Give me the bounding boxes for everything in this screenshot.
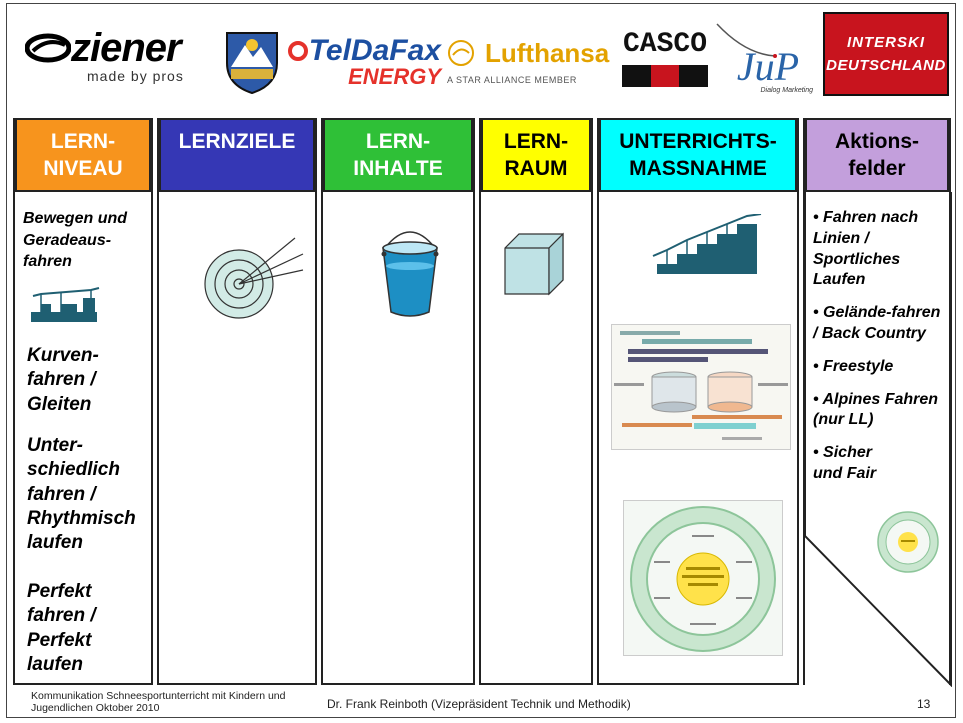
column-unterrichtsmassnahme: UNTERRICHTS- MASSNAHME	[597, 118, 799, 685]
jup-curve-icon	[716, 23, 777, 58]
column-lernniveau: LERN- NIVEAU Bewegen und Geradeaus-fahre…	[13, 118, 153, 685]
bucket-icon	[381, 231, 439, 317]
stairs-icon	[652, 214, 762, 274]
thumbnail-illustration	[614, 331, 788, 440]
column-lerninhalte: LERN- INHALTE	[321, 118, 475, 685]
column-aktionsfelder: Aktions- felder • Fahren nach Linien / S…	[803, 118, 952, 687]
niveau-item-2: Kurven- fahren / Gleiten	[27, 345, 99, 415]
shield-crest-icon	[226, 32, 278, 95]
casco-wordmark: CASCO	[622, 29, 707, 60]
teldafax-star-icon	[287, 41, 308, 61]
crane-icon	[448, 40, 474, 66]
footer: Kommunikation Schneesportunterricht mit …	[7, 690, 957, 718]
jup-logo: JuP Dialog Marketing	[715, 20, 813, 96]
teldafax-energy: ENERGY	[348, 64, 441, 89]
stairs-small-icon	[31, 287, 100, 322]
target-icon	[204, 237, 304, 319]
casco-logo: CASCO	[619, 26, 711, 92]
slide-thumbnail-warmup	[611, 324, 791, 450]
lufthansa-wordmark: Lufthansa	[485, 38, 610, 68]
concentric-diagram-icon	[630, 506, 776, 652]
interski-line1: INTERSKI	[846, 34, 925, 51]
lufthansa-logo: Lufthansa A STAR ALLIANCE MEMBER	[447, 30, 610, 94]
niveau-item-4: Perfekt fahren / Perfekt laufen	[27, 581, 96, 675]
crest-logo	[219, 26, 285, 96]
jup-subtitle: Dialog Marketing	[760, 86, 813, 94]
aktionsfelder-diagonal-border	[804, 192, 952, 687]
teldafax-wordmark: TelDaFax	[308, 34, 441, 67]
casco-stripe	[622, 65, 709, 87]
header-lernraum: LERN- RAUM	[481, 118, 591, 192]
ziener-wordmark: ziener	[71, 26, 182, 70]
ziener-swoosh-icon	[25, 33, 71, 63]
niveau-item-1: Bewegen und Geradeaus-fahren	[23, 210, 128, 271]
header-unterrichtsmassnahme: UNTERRICHTS- MASSNAHME	[599, 118, 797, 192]
aktion-item-5: • Sicher und Fair	[813, 444, 877, 482]
sponsor-logo-bar: ziener made by pros TelDaFax ENERGY	[7, 4, 957, 116]
column-lernraum: LERN- RAUM	[479, 118, 593, 685]
jup-wordmark: JuP	[736, 43, 799, 89]
niveau-item-3: Unter- schiedlich fahren / Rhythmisch la…	[27, 435, 136, 554]
interski-line2: DEUTSCHLAND	[826, 57, 946, 74]
header-aktionsfelder: Aktions- felder	[805, 118, 949, 192]
aktionsfelder-list: • Fahren nach Linien / Sportliches Laufe…	[813, 208, 943, 497]
star-alliance-text: A STAR ALLIANCE MEMBER	[447, 75, 577, 85]
aktion-item-2: • Gelände-fahren / Back Country	[813, 304, 941, 342]
footer-presenter: Dr. Frank Reinboth (Vizepräsident Techni…	[327, 697, 631, 711]
cube-icon	[504, 232, 564, 296]
column-lernziele: LERNZIELE	[157, 118, 317, 685]
header-lernniveau: LERN- NIVEAU	[15, 118, 151, 192]
footer-event-title: Kommunikation Schneesportunterricht mit …	[31, 690, 286, 715]
ziener-logo: ziener made by pros	[25, 22, 215, 90]
small-concentric-diagram-icon	[877, 511, 939, 573]
page-number: 13	[917, 697, 931, 711]
slide: ziener made by pros TelDaFax ENERGY	[6, 3, 956, 718]
interski-logo: INTERSKI DEUTSCHLAND	[823, 12, 949, 96]
header-lerninhalte: LERN- INHALTE	[323, 118, 473, 192]
header-lernziele: LERNZIELE	[159, 118, 315, 192]
aktion-item-4: • Alpines Fahren (nur LL)	[813, 390, 939, 429]
aktion-item-3: • Freestyle	[813, 357, 894, 375]
slide-thumbnail-lehrweise	[623, 500, 783, 656]
aktion-item-1: • Fahren nach Linien / Sportliches Laufe…	[813, 209, 919, 289]
ziener-tagline: made by pros	[87, 68, 184, 84]
teldafax-logo: TelDaFax ENERGY	[287, 30, 441, 94]
